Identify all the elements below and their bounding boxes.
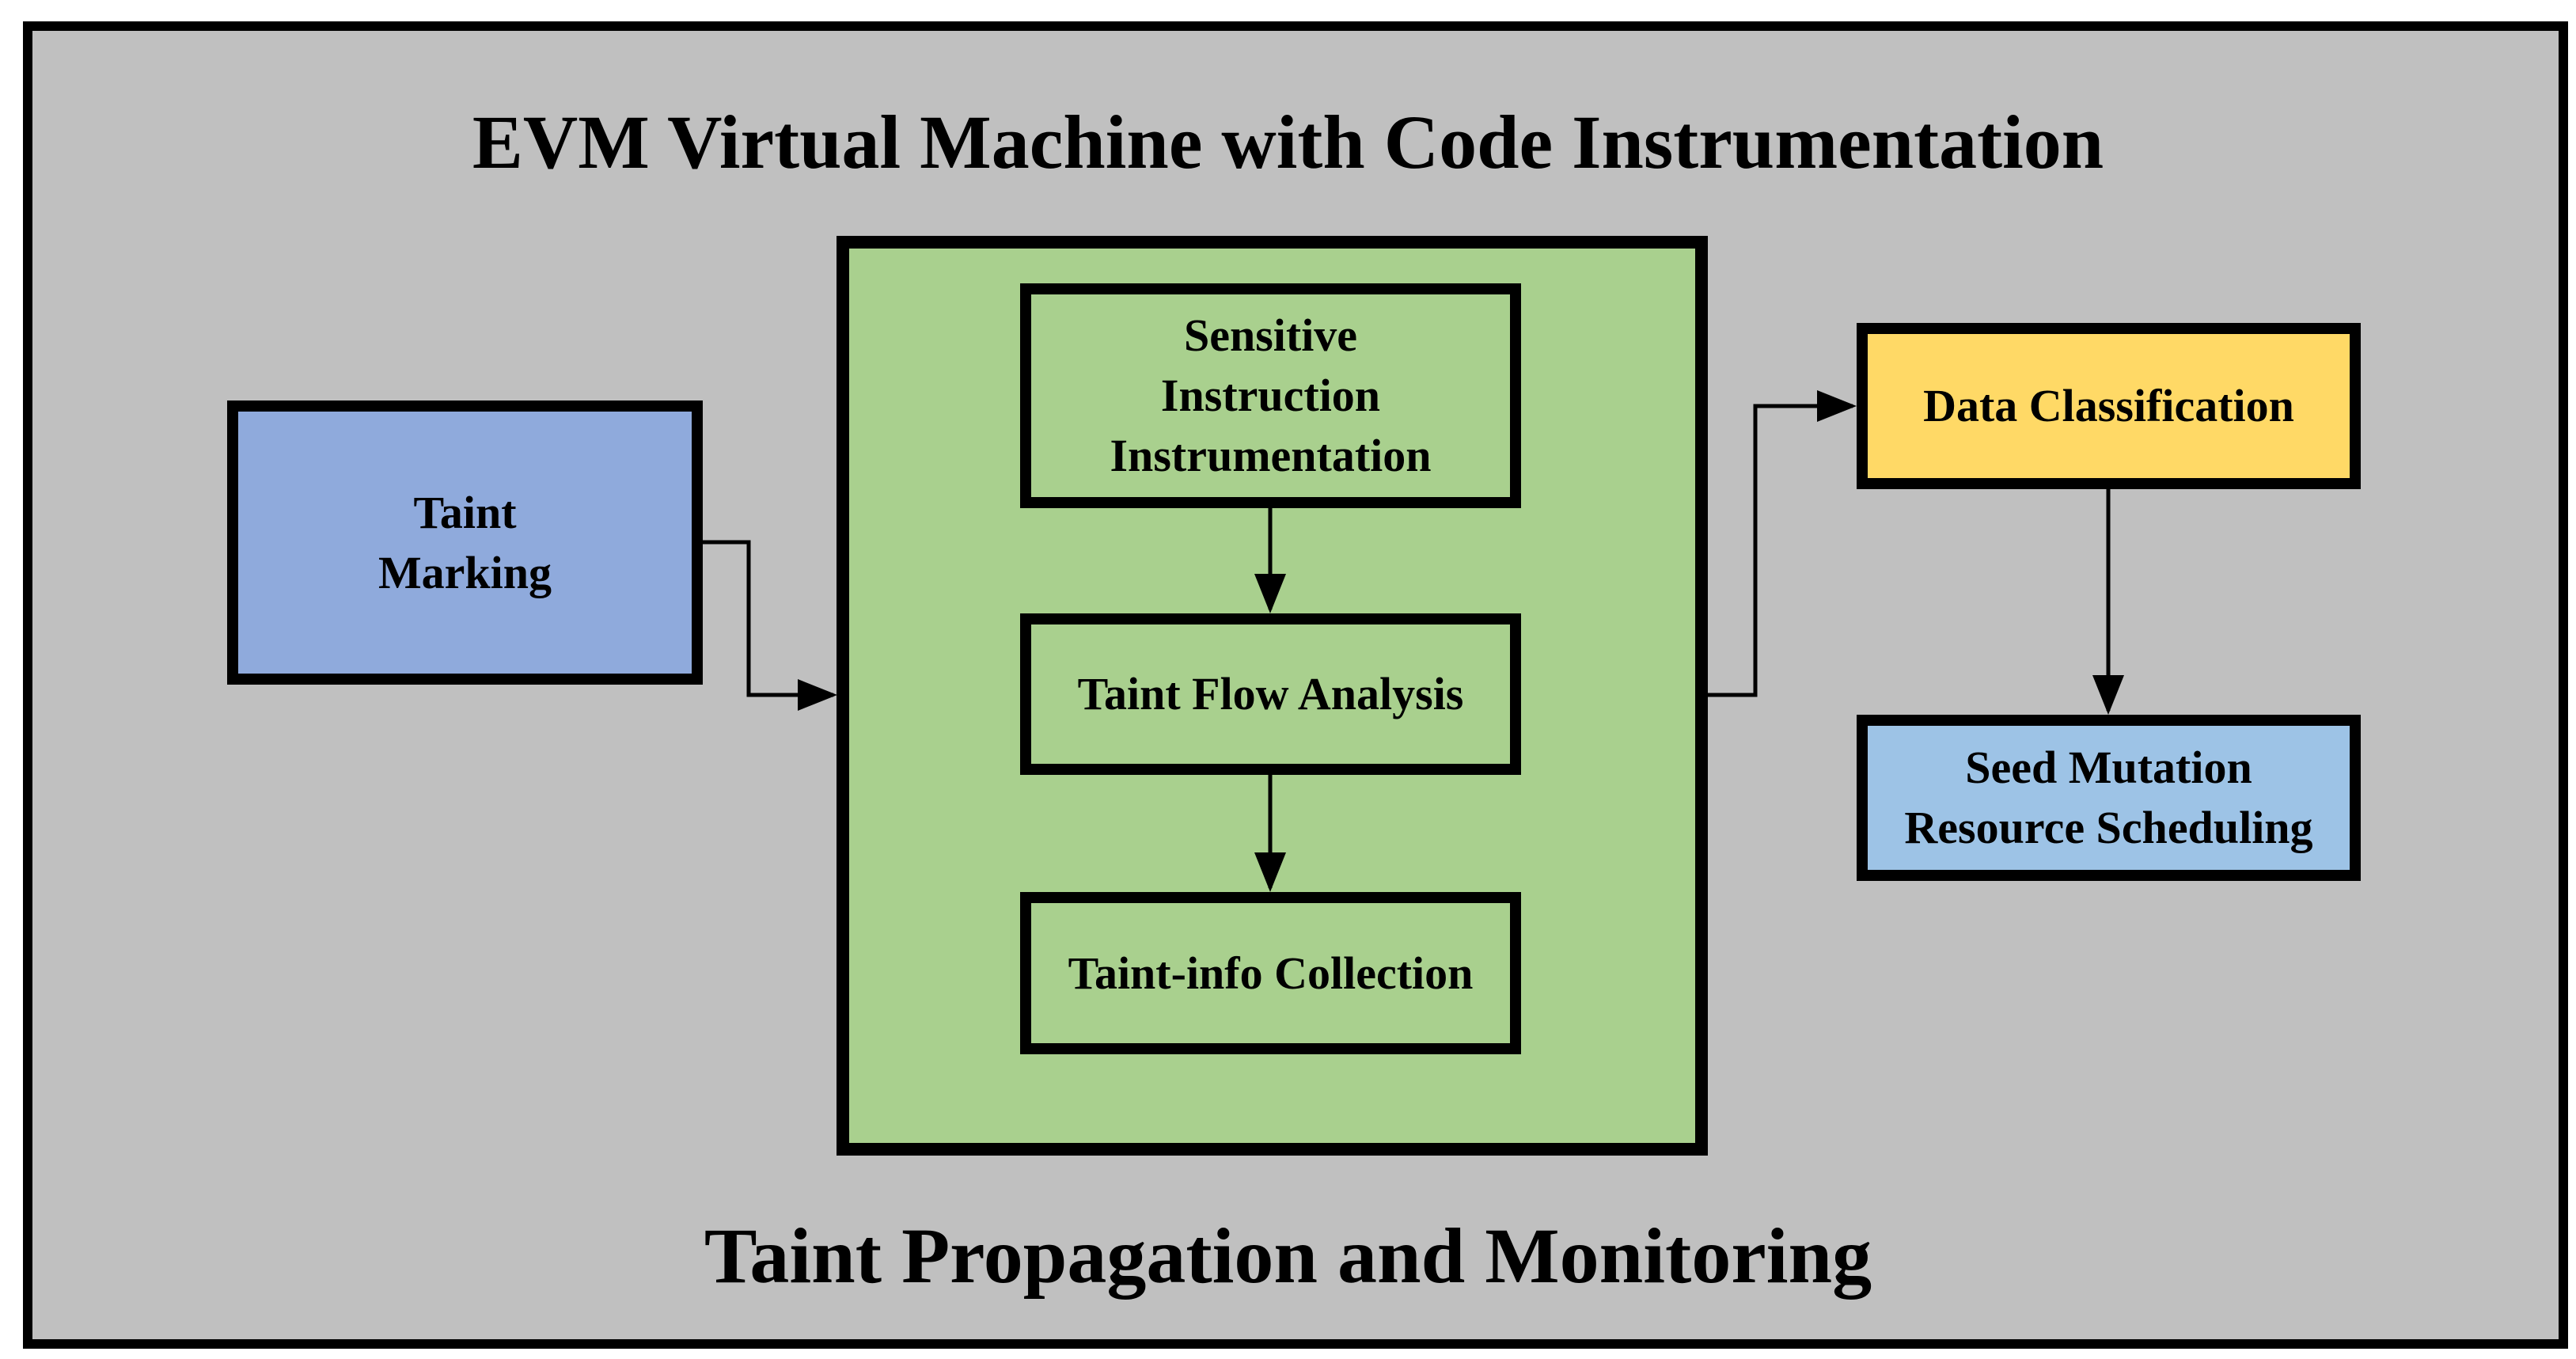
data-classification-label: Data Classification [1923, 380, 2294, 431]
data-classification-box: Data Classification [1857, 323, 2361, 489]
sensitive-instruction-label: Sensitive Instruction Instrumentation [1110, 309, 1432, 481]
sensitive-instruction-box: Sensitive Instruction Instrumentation [1020, 283, 1521, 508]
bottom-title: Taint Propagation and Monitoring [704, 1212, 1872, 1300]
taint-info-box: Taint-info Collection [1020, 892, 1521, 1054]
seed-mutation-label: Seed Mutation Resource Scheduling [1904, 742, 2313, 853]
taint-info-label: Taint-info Collection [1068, 947, 1474, 999]
taint-flow-label: Taint Flow Analysis [1077, 668, 1464, 719]
taint-marking-label: Taint Marking [377, 486, 552, 598]
taint-flow-box: Taint Flow Analysis [1020, 613, 1521, 775]
top-title: EVM Virtual Machine with Code Instrument… [472, 100, 2104, 184]
seed-mutation-box: Seed Mutation Resource Scheduling [1857, 715, 2361, 881]
taint-marking-box: Taint Marking [227, 400, 703, 685]
